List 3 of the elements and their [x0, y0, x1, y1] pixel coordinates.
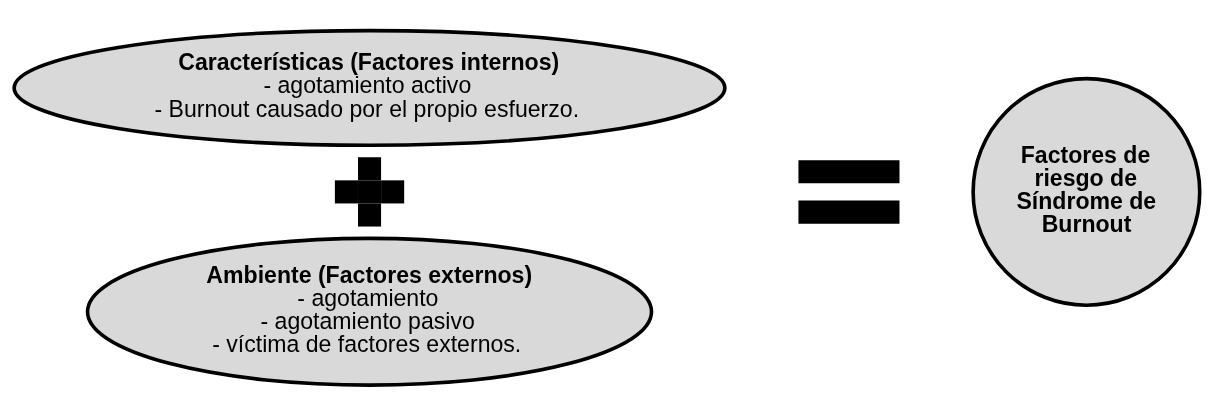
node-ellipse: Características (Factores internos) - agotamiento activo - Burnout causado por el propio esfuerzo.	[12, 28, 727, 148]
node-circle: Factores de riesgo de Síndrome de Burnout	[971, 76, 1202, 307]
node-ellipse: Ambiente (Factores externos) - agotamiento - agotamiento pasivo - víctima de factores externos.	[85, 236, 654, 387]
